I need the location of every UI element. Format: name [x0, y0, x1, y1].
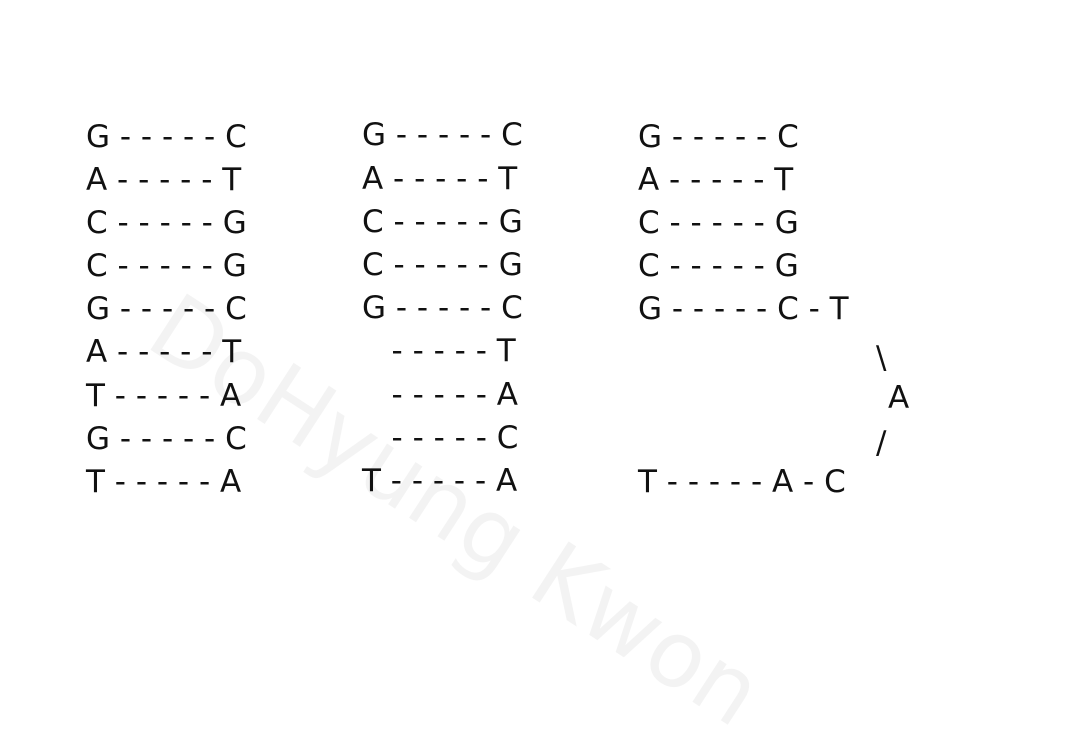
base-pair-row: G - - - - - C	[362, 290, 523, 326]
base-pair-row: C - - - - - G	[638, 205, 799, 241]
base-pair-row: C - - - - - G	[86, 248, 247, 284]
base-pair-row: G - - - - - C	[362, 117, 523, 153]
loop-backslash: \	[876, 340, 887, 376]
base-pair-row: C - - - - - G	[362, 247, 523, 283]
base-pair-row: T - - - - - A	[86, 464, 242, 500]
loop-slash: /	[876, 425, 887, 461]
base-pair-row-with-loop-end: T - - - - - A - C	[638, 464, 846, 500]
base-pair-row: T - - - - - A	[86, 378, 242, 414]
base-pair-row: T - - - - - A	[362, 463, 518, 499]
base-pair-row: G - - - - - C	[86, 291, 247, 327]
base-pair-row: C - - - - - G	[86, 205, 247, 241]
dna-diagram: DoHyung Kwon G - - - - - C A - - - - - T…	[86, 117, 910, 747]
base-pair-row: A - - - - - T	[638, 162, 794, 198]
base-pair-row: A - - - - - T	[86, 162, 242, 198]
unpaired-row: - - - - - A	[362, 377, 518, 413]
unpaired-row: - - - - - C	[362, 420, 519, 456]
base-pair-row: A - - - - - T	[86, 334, 242, 370]
base-pair-row: G - - - - - C	[86, 119, 247, 155]
base-pair-row: C - - - - - G	[638, 248, 799, 284]
base-pair-row: C - - - - - G	[362, 204, 523, 240]
base-pair-row: G - - - - - C	[638, 119, 799, 155]
unpaired-row: - - - - - T	[362, 333, 516, 369]
base-pair-row: G - - - - - C	[86, 421, 247, 457]
base-pair-row-with-loop-start: G - - - - - C - T	[638, 291, 849, 327]
loop-base: A	[888, 380, 910, 416]
base-pair-row: A - - - - - T	[362, 161, 518, 197]
